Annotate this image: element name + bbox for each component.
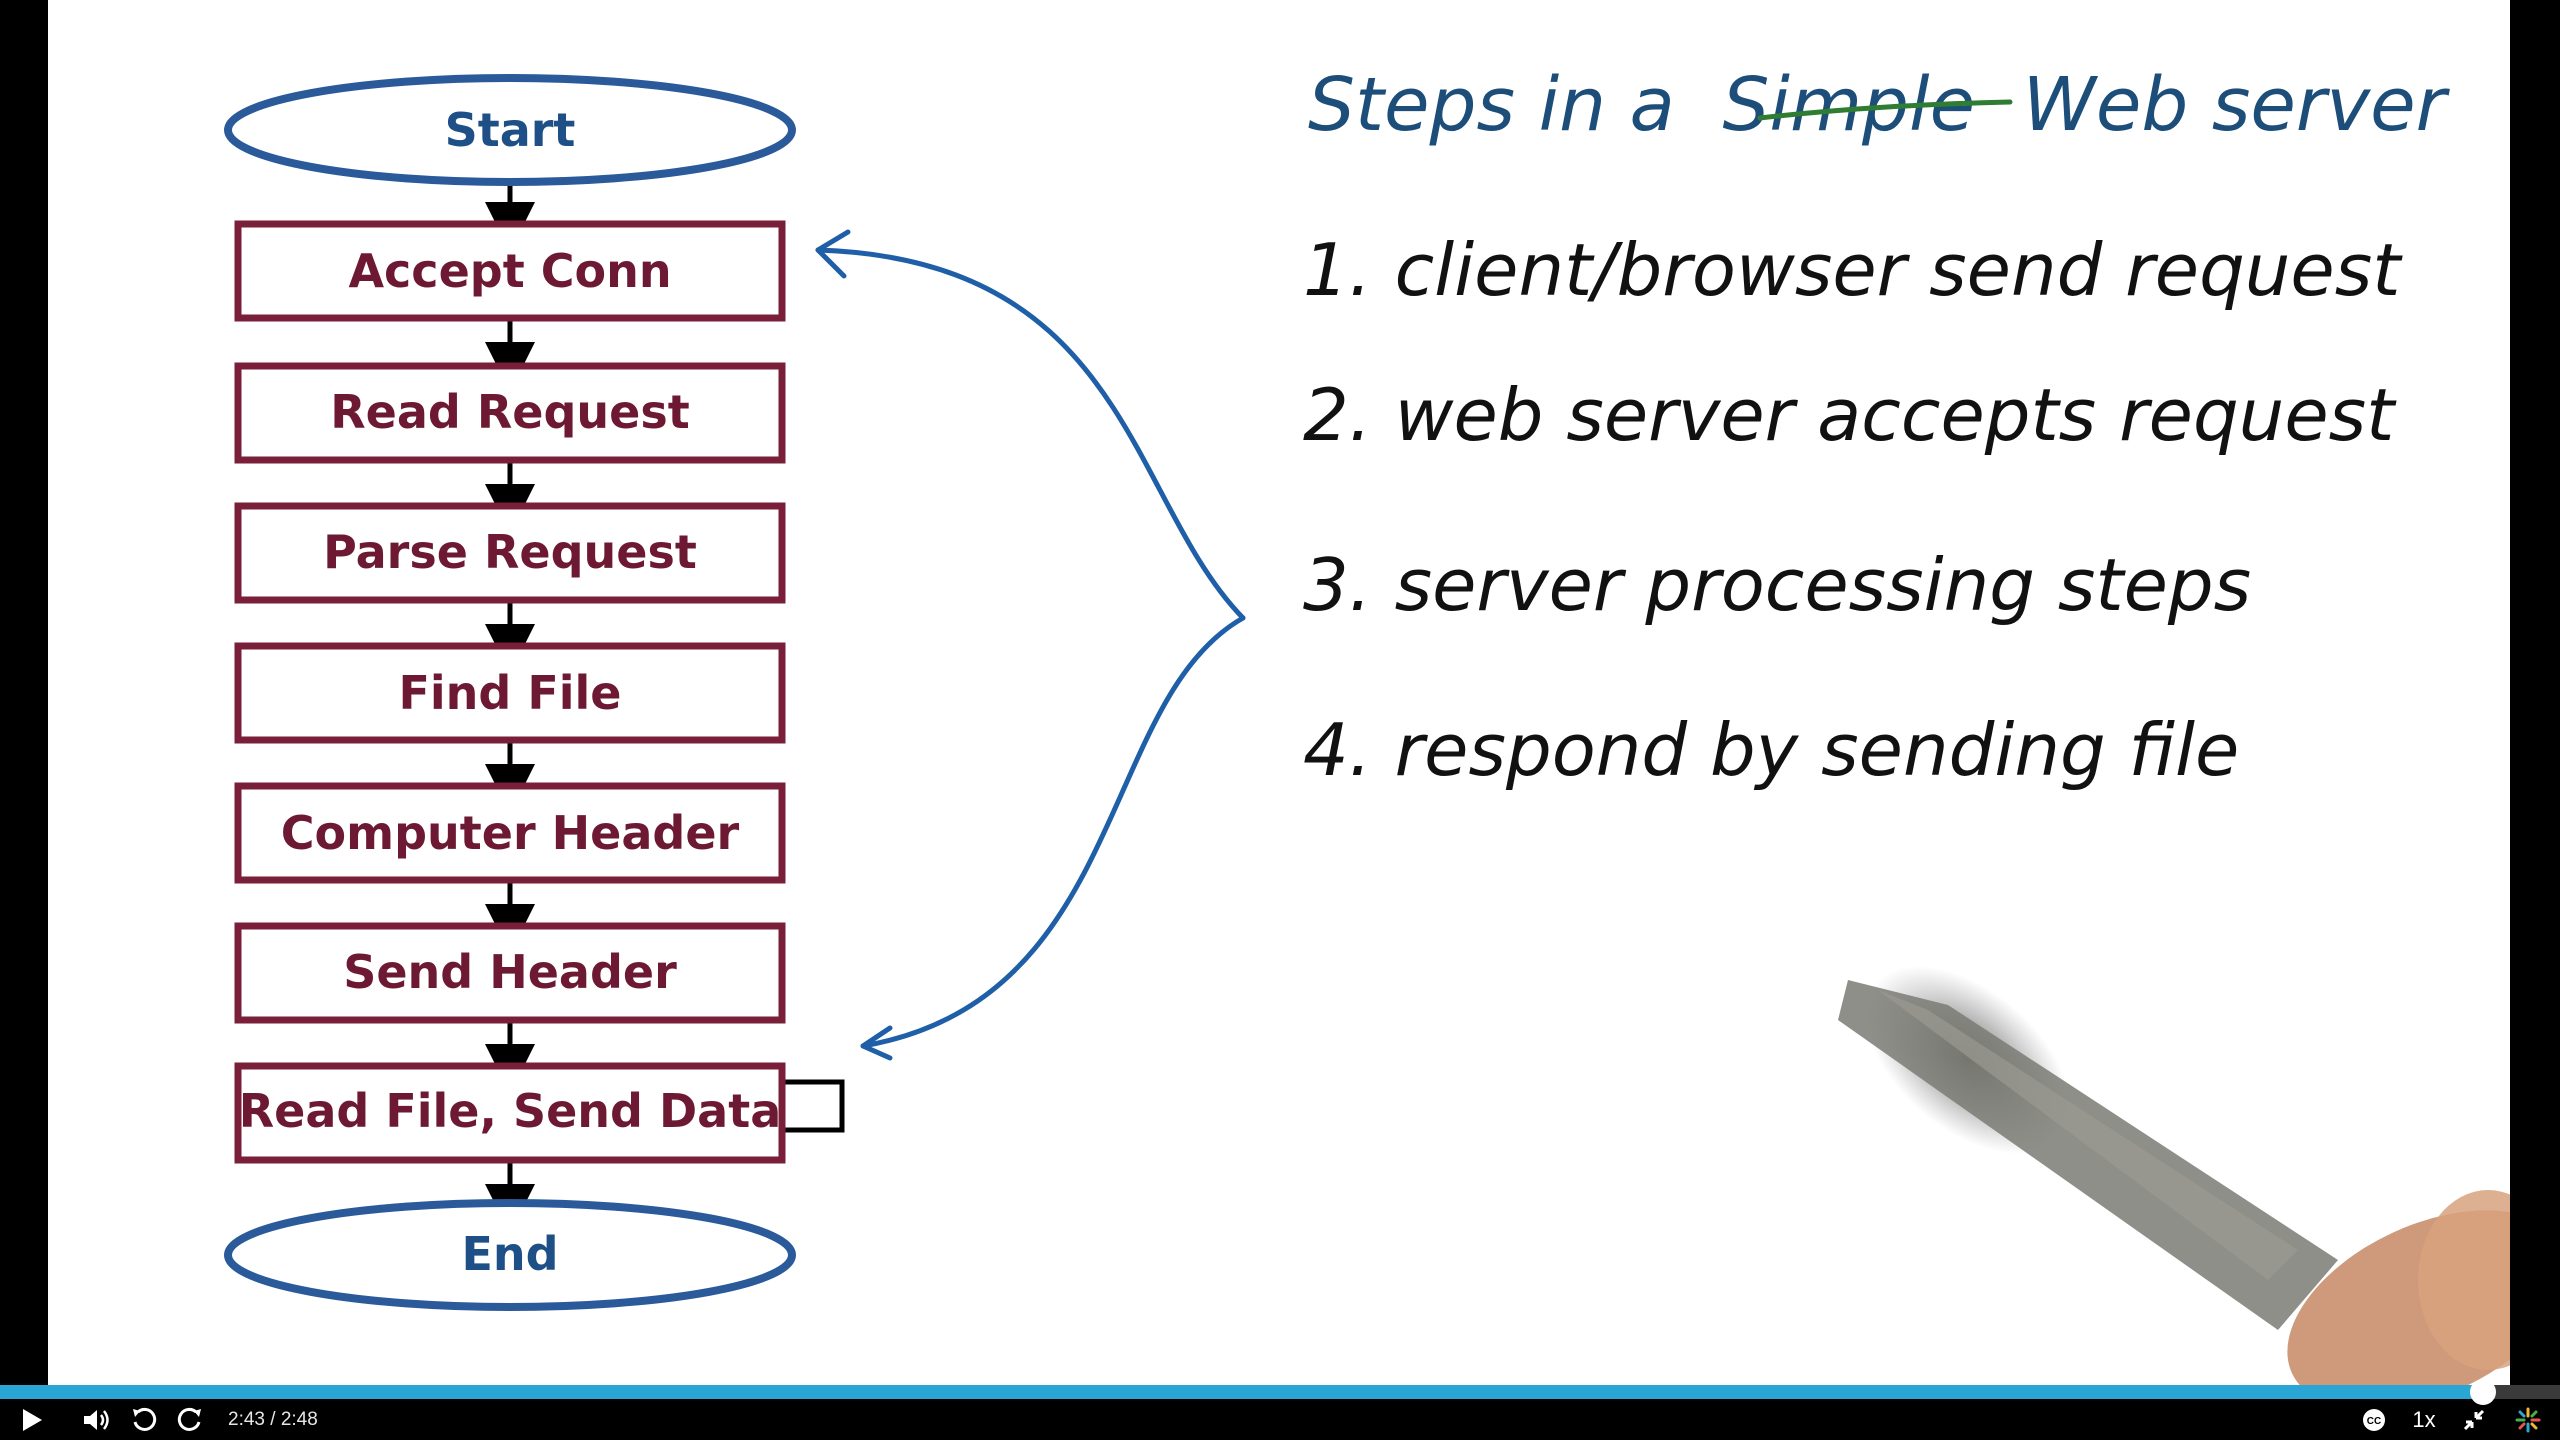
video-frame[interactable]: Start Accept Conn Read Request Parse Req…	[48, 0, 2510, 1385]
speed-button[interactable]: 1x	[2402, 1399, 2446, 1440]
flow-step-computer-header: Computer Header	[234, 782, 786, 884]
pen-image	[1838, 966, 2510, 1385]
flow-step-label: Send Header	[343, 945, 677, 999]
rewind-button[interactable]	[124, 1399, 164, 1440]
logo-button	[2508, 1399, 2548, 1440]
progress-fill	[0, 1385, 2484, 1399]
flow-end-label: End	[461, 1227, 558, 1281]
flow-step-label: Find File	[398, 666, 621, 720]
cc-icon: CC	[2363, 1408, 2385, 1431]
svg-text:CC: CC	[2367, 1416, 2381, 1427]
captions-button[interactable]: CC	[2352, 1399, 2396, 1440]
forward-icon	[177, 1407, 201, 1431]
note-item: 4. respond by sending file	[1303, 708, 2239, 792]
duration: 2:48	[280, 1408, 318, 1430]
flow-step-send-header: Send Header	[234, 922, 786, 1024]
flow-step-label: Accept Conn	[348, 244, 671, 298]
speed-label: 1x	[2412, 1406, 2436, 1432]
note-item: 1. client/browser send request	[1303, 228, 2403, 312]
flow-step-accept-conn: Accept Conn	[234, 220, 786, 322]
flow-step-parse-request: Parse Request	[234, 502, 786, 604]
flow-step-read-request: Read Request	[234, 362, 786, 464]
lecture-whiteboard: Start Accept Conn Read Request Parse Req…	[224, 62, 2510, 1385]
progress-bar[interactable]	[0, 1379, 2560, 1405]
play-icon	[23, 1408, 42, 1431]
note-item: 3. server processing steps	[1303, 543, 2251, 627]
play-button[interactable]	[12, 1399, 52, 1440]
title-part: Web server	[2023, 62, 2451, 148]
flow-step-read-file-send-data: Read File, Send Data	[234, 1062, 786, 1164]
flow-step-find-file: Find File	[234, 642, 786, 744]
flow-step-label: Computer Header	[281, 806, 740, 860]
notes-title: Steps in a Simple Web server	[1308, 62, 2451, 148]
flow-step-label: Read Request	[330, 385, 689, 439]
volume-icon	[84, 1409, 109, 1430]
svg-text:Steps in a Simple: Steps in a Simple Web server	[1308, 62, 2451, 148]
note-item: 2. web server accepts request	[1303, 373, 2397, 457]
exit-fullscreen-icon	[2463, 1409, 2485, 1430]
notes-list: 1. client/browser send request 2. web se…	[1303, 228, 2403, 792]
progress-thumb[interactable]	[2470, 1379, 2497, 1405]
volume-button[interactable]	[76, 1399, 116, 1440]
time-readout: 2:43 / 2:48	[228, 1399, 318, 1440]
forward-button[interactable]	[170, 1399, 210, 1440]
rewind-icon	[133, 1407, 157, 1431]
flow-start-label: Start	[445, 103, 576, 157]
current-time: 2:43	[228, 1408, 265, 1430]
flow-step-label: Parse Request	[323, 525, 697, 579]
time-separator: /	[264, 1408, 281, 1430]
bracket-curve	[815, 229, 1246, 1061]
title-part: Steps in a	[1308, 62, 1675, 148]
flow-end: End	[224, 1199, 796, 1311]
exit-fullscreen-button[interactable]	[2454, 1399, 2494, 1440]
flow-step-label: Read File, Send Data	[239, 1084, 782, 1138]
flow-start: Start	[224, 74, 796, 186]
title-underline	[1757, 99, 2013, 121]
logo-icon	[2515, 1407, 2541, 1432]
